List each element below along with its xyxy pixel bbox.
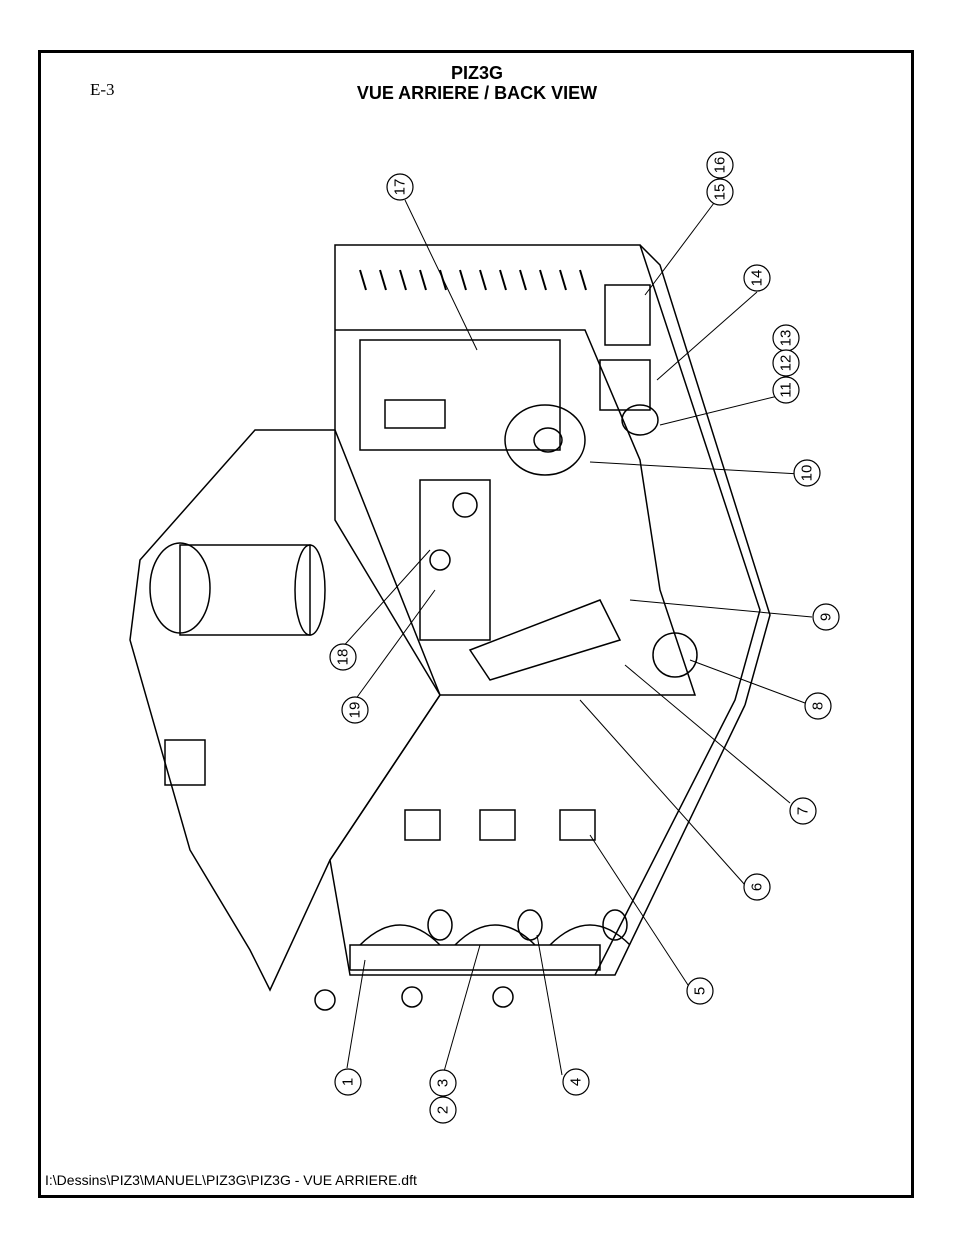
callout-19: 19: [347, 702, 364, 719]
callout-6: 6: [749, 883, 766, 891]
oven-outline: [129, 244, 771, 1011]
callout-15: 15: [712, 184, 729, 201]
callout-7: 7: [795, 807, 812, 815]
callout-18: 18: [335, 649, 352, 666]
callout-11: 11: [778, 382, 795, 398]
callout-2: 2: [435, 1106, 452, 1114]
callout-9: 9: [818, 613, 835, 621]
callout-17: 17: [392, 179, 409, 196]
callout-1: 1: [340, 1078, 357, 1086]
callout-16: 16: [712, 157, 729, 174]
callout-14: 14: [749, 270, 766, 287]
callout-12: 12: [778, 355, 795, 372]
callout-10: 10: [799, 465, 816, 482]
page-reference: E-3: [90, 80, 115, 99]
callout-4: 4: [568, 1078, 585, 1086]
callout-5: 5: [692, 987, 709, 995]
file-path: I:\Dessins\PIZ3\MANUEL\PIZ3G\PIZ3G - VUE…: [45, 1172, 417, 1188]
callout-8: 8: [810, 702, 827, 710]
drawing-subtitle: VUE ARRIERE / BACK VIEW: [356, 83, 598, 103]
drawing-title: PIZ3G: [450, 63, 503, 83]
callout-bubbles: [329, 151, 840, 1124]
callout-3: 3: [435, 1079, 452, 1087]
callout-13: 13: [778, 330, 795, 347]
leader-lines: [339, 194, 813, 1076]
drawing-frame: [38, 50, 914, 1198]
